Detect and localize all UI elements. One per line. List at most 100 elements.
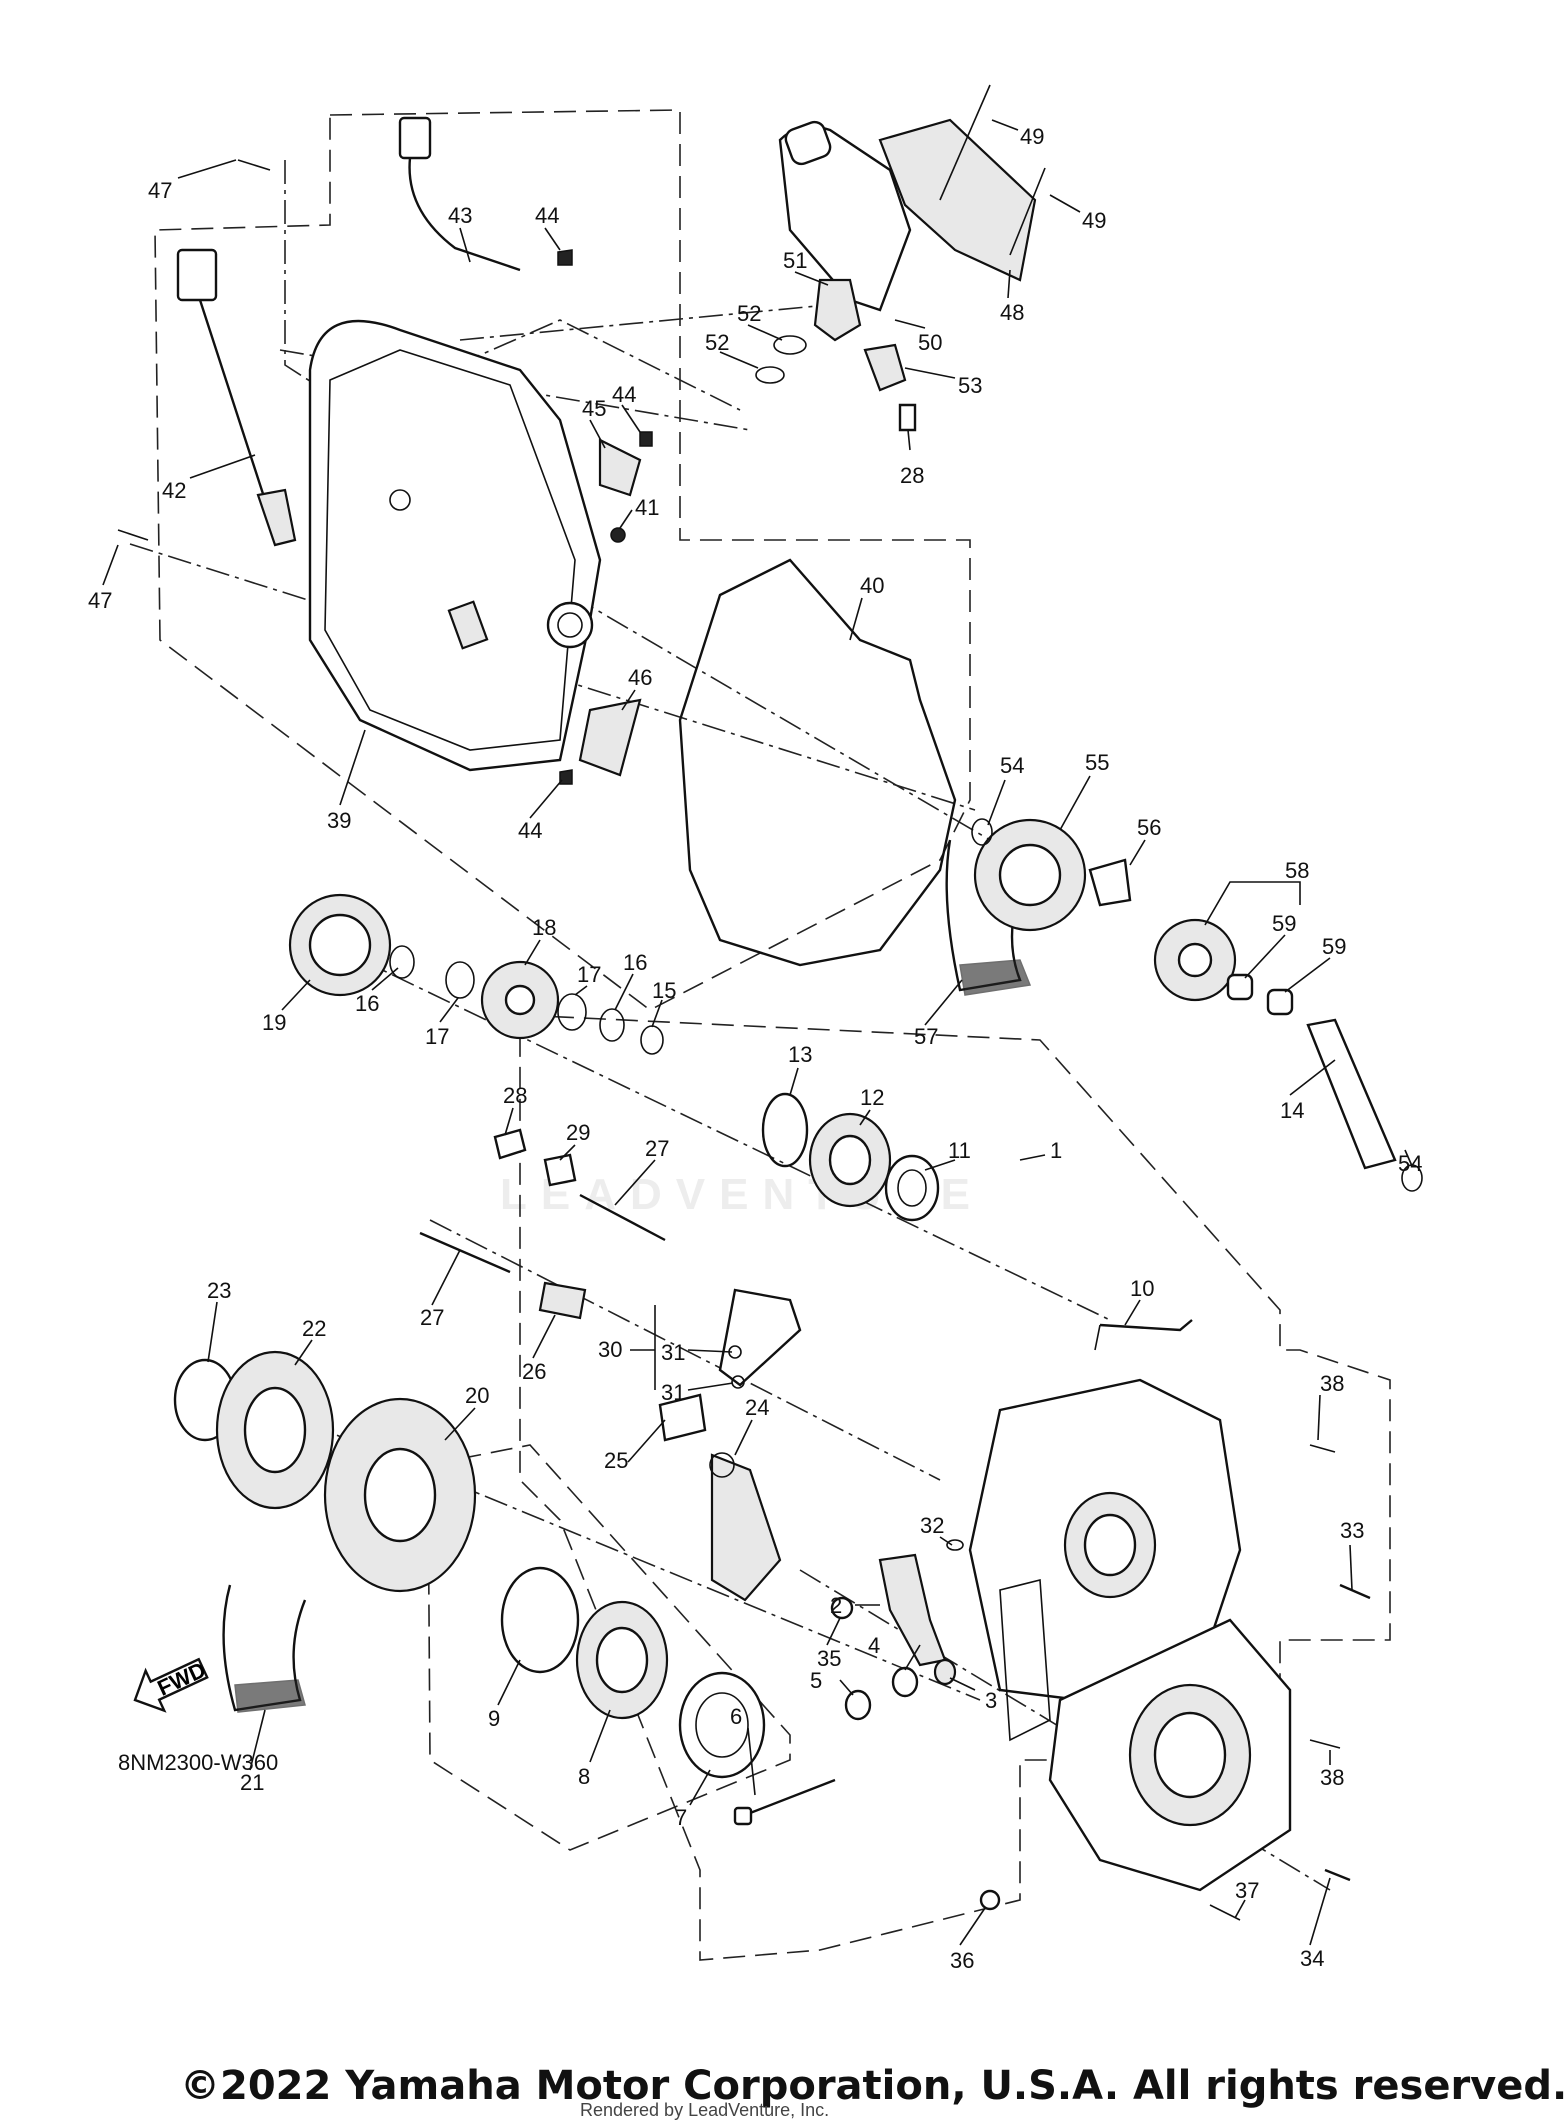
main-case-1 (968, 1378, 1292, 1892)
part-callout-36: 36 (950, 1948, 975, 1973)
part-callout-50: 50 (918, 330, 943, 355)
washer-17b (557, 993, 587, 1031)
pin-31b (731, 1375, 745, 1389)
bracket-53 (863, 343, 907, 392)
bolt-49b (1009, 167, 1046, 256)
motor-assembly (755, 84, 1046, 432)
part-callout-44: 44 (612, 382, 637, 407)
part-callout-15: 15 (652, 978, 677, 1003)
part-callout-57: 57 (914, 1024, 939, 1049)
part-callout-59: 59 (1272, 911, 1297, 936)
circlip-13 (761, 1092, 809, 1168)
shaft-14 (1306, 1018, 1397, 1170)
part-callout-5: 5 (810, 1668, 823, 1693)
part-callout-43: 43 (448, 203, 473, 228)
part-callout-20: 20 (465, 1383, 490, 1408)
part-callout-7: 7 (675, 1805, 688, 1830)
circlip-16b (599, 1008, 625, 1042)
part-callout-25: 25 (604, 1448, 629, 1473)
bolt-6 (744, 1778, 836, 1817)
part-callout-45: 45 (582, 396, 607, 421)
bolt-33 (1339, 1583, 1371, 1600)
part-callout-3: 3 (985, 1688, 998, 1713)
part-callout-47: 47 (88, 588, 113, 613)
part-callout-28: 28 (503, 1083, 528, 1108)
part-callout-27: 27 (645, 1136, 670, 1161)
diagram-code: 8NM2300-W360 (118, 1750, 279, 1775)
part-callout-40: 40 (860, 573, 885, 598)
axis-lower-case (799, 1569, 1331, 1891)
bush-59b (1266, 988, 1294, 1016)
guide-46 (578, 698, 642, 777)
drive-gear-51 (813, 278, 862, 342)
part-callout-16: 16 (355, 991, 380, 1016)
washer-54-top (971, 818, 993, 846)
part-callout-1: 1 (1050, 1138, 1063, 1163)
part-callout-34: 34 (1300, 1946, 1325, 1971)
part-callout-28: 28 (900, 463, 925, 488)
seal-11 (884, 1154, 940, 1222)
exploded-view-drawing: FWD (102, 84, 1423, 1961)
part-callout-27: 27 (420, 1305, 445, 1330)
part-callout-23: 23 (207, 1278, 232, 1303)
part-callout-11: 11 (948, 1138, 971, 1163)
part-callout-58: 58 (1285, 858, 1310, 883)
axis-motor-link (459, 299, 881, 341)
part-callout-48: 48 (1000, 300, 1025, 325)
part-callout-39: 39 (327, 808, 352, 833)
spring-28-mid (493, 1128, 527, 1160)
part-callout-10: 10 (1130, 1276, 1155, 1301)
shift-part-26 (538, 1281, 587, 1320)
part-callout-59: 59 (1322, 934, 1347, 959)
part-callout-42: 42 (162, 478, 187, 503)
part-callout-4: 4 (868, 1633, 881, 1658)
clip-44c (559, 769, 573, 785)
axis-fork (429, 1219, 941, 1481)
part-callout-49: 49 (1020, 124, 1045, 149)
washer-3 (933, 1658, 957, 1686)
washer-17a (445, 961, 475, 999)
nut-35 (830, 1596, 854, 1620)
nut-36 (979, 1889, 1001, 1911)
part-callout-38: 38 (1320, 1765, 1345, 1790)
part-callout-49: 49 (1082, 208, 1107, 233)
bush-59a (1226, 973, 1254, 1001)
gasket-40 (678, 558, 957, 967)
clip-44a (557, 249, 573, 266)
part-callout-19: 19 (262, 1010, 287, 1035)
fwd-arrow-icon: FWD (133, 1657, 209, 1713)
plug-41 (610, 527, 626, 543)
bolt-47b (117, 529, 149, 541)
part-callout-12: 12 (860, 1085, 885, 1110)
part-callout-6: 6 (730, 1704, 743, 1729)
part-callout-31: 31 (661, 1380, 686, 1405)
spring-28-top (898, 403, 917, 432)
part-callout-32: 32 (920, 1513, 945, 1538)
part-callout-30: 30 (598, 1337, 623, 1362)
bracket-2 (878, 1553, 947, 1667)
hose-10 (1099, 1319, 1193, 1332)
parts-diagram-canvas: LEADVENTURE (88, 84, 1567, 2120)
part-callout-16: 16 (623, 950, 648, 975)
part-callout-56: 56 (1137, 815, 1162, 840)
part-callout-33: 33 (1340, 1518, 1365, 1543)
spring-25 (658, 1393, 707, 1442)
part-callout-46: 46 (628, 665, 653, 690)
part-callout-44: 44 (535, 203, 560, 228)
part-callout-53: 53 (958, 373, 983, 398)
bolt-38b (1309, 1739, 1341, 1749)
part-callout-52: 52 (737, 301, 762, 326)
part-callout-51: 51 (783, 248, 808, 273)
part-callout-37: 37 (1235, 1878, 1260, 1903)
circlip-16a (389, 945, 415, 979)
part-callout-14: 14 (1280, 1098, 1305, 1123)
o-ring-52a (773, 335, 807, 355)
clip-44b (639, 431, 653, 447)
part-callout-26: 26 (522, 1359, 547, 1384)
part-callout-18: 18 (532, 915, 557, 940)
part-callout-55: 55 (1085, 750, 1110, 775)
part-callout-52: 52 (705, 330, 730, 355)
part-callout-29: 29 (566, 1120, 591, 1145)
bolt-34 (1324, 1868, 1351, 1882)
washer-32 (946, 1539, 964, 1551)
